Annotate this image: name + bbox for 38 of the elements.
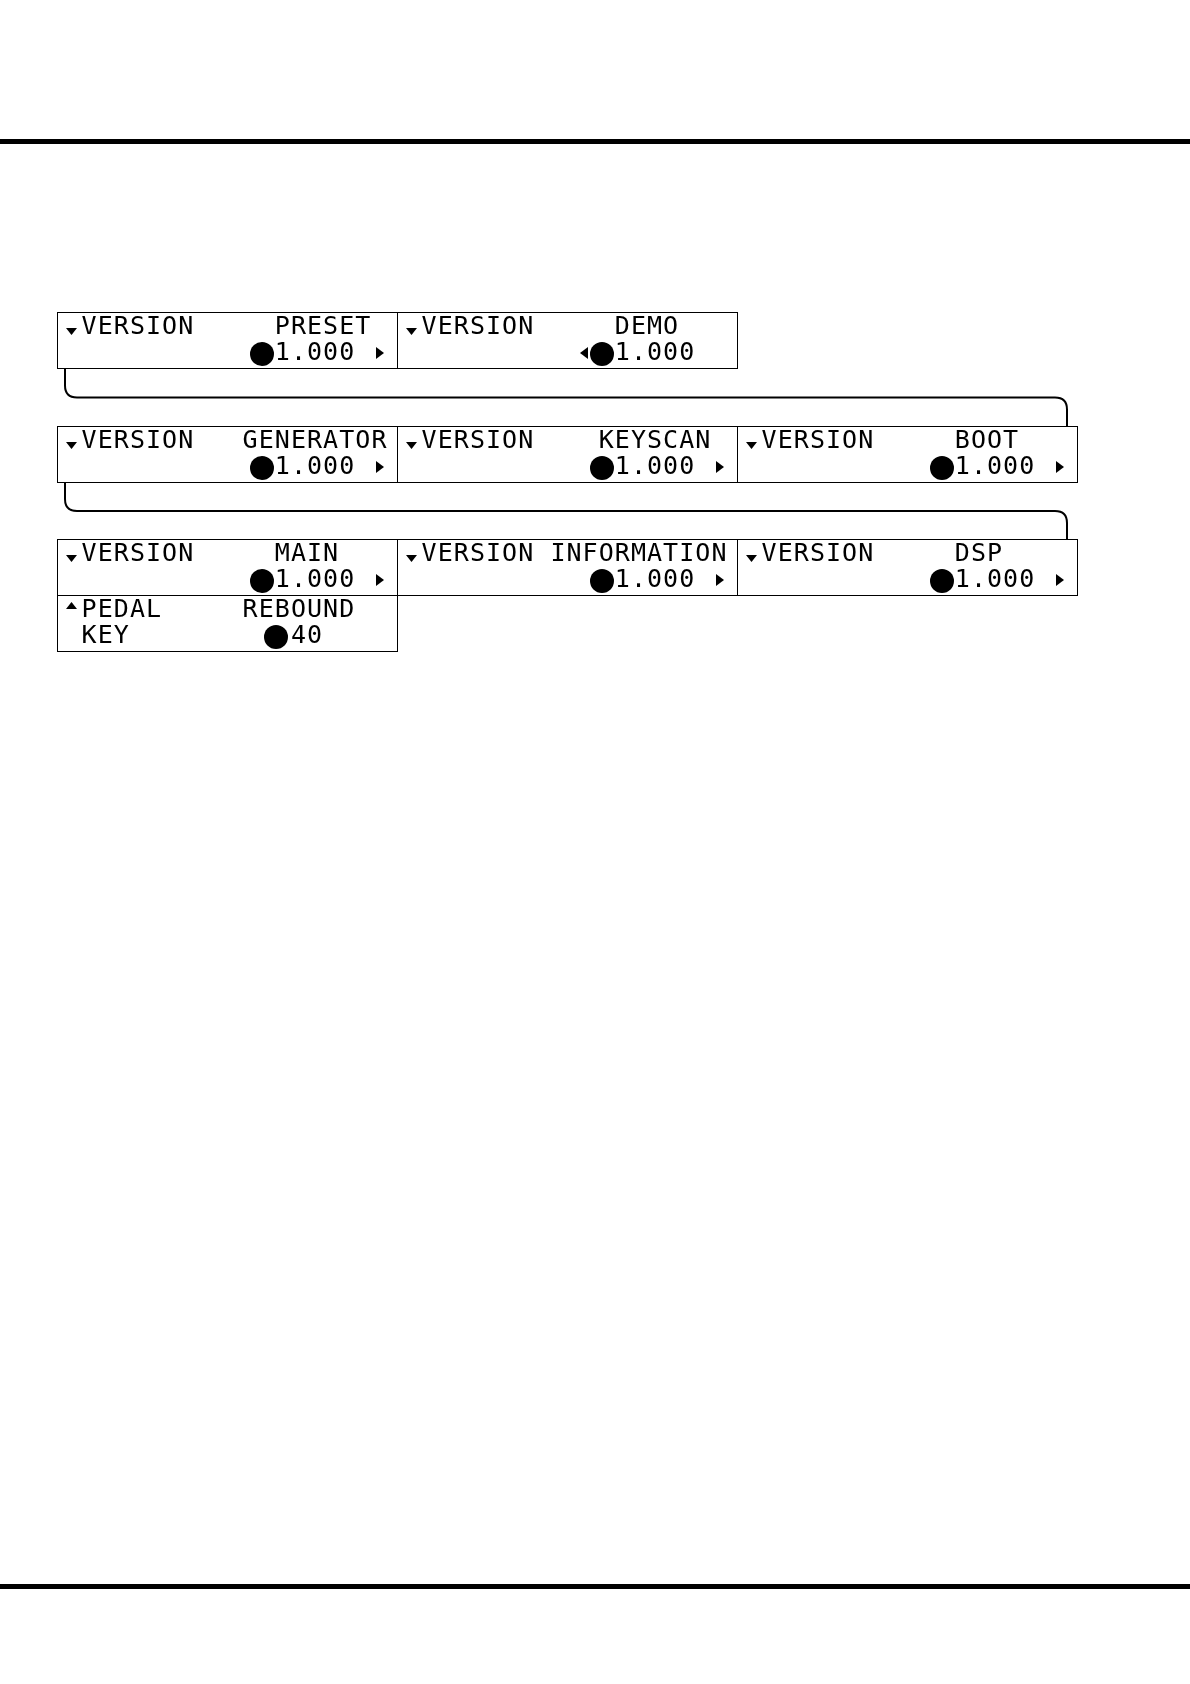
lcd-screen [737,426,1078,483]
menu-label: VERSION [421,313,535,339]
menu-label: VERSION [81,427,195,453]
parameter-label: INFORMATION [550,540,728,566]
connector-line [64,482,1068,540]
parameter-label: MAIN [274,540,340,566]
value-readout: 1.000 [614,453,696,479]
connector-line [64,368,1068,427]
value-readout: 1.000 [954,566,1036,592]
lcd-screen [397,426,738,483]
menu-label: VERSION [81,540,195,566]
parameter-label: GENERATOR [242,427,388,453]
value-readout: 1.000 [614,339,696,365]
parameter-label: DSP [954,540,1004,566]
lcd-screen [57,539,398,596]
value-readout: 1.000 [274,339,356,365]
value-readout: 1.000 [614,566,696,592]
lcd-screen [57,595,398,652]
menu-label: VERSION [81,313,195,339]
lcd-screen [737,539,1078,596]
lcd-screen [397,539,738,596]
menu-label: VERSION [761,427,875,453]
value-readout: 1.000 [274,566,356,592]
parameter-label: KEYSCAN [598,427,712,453]
menu-label: PEDAL KEY [81,596,164,648]
lcd-screen [57,312,398,369]
value-readout: 40 [290,622,324,648]
parameter-label: REBOUND [242,596,356,622]
value-readout: 1.000 [954,453,1036,479]
menu-label: VERSION [421,540,535,566]
parameter-label: BOOT [954,427,1020,453]
lcd-screen [57,426,398,483]
menu-label: VERSION [421,427,535,453]
menu-label: VERSION [761,540,875,566]
parameter-label: DEMO [614,313,680,339]
value-readout: 1.000 [274,453,356,479]
parameter-label: PRESET [274,313,372,339]
lcd-screen [397,312,738,369]
